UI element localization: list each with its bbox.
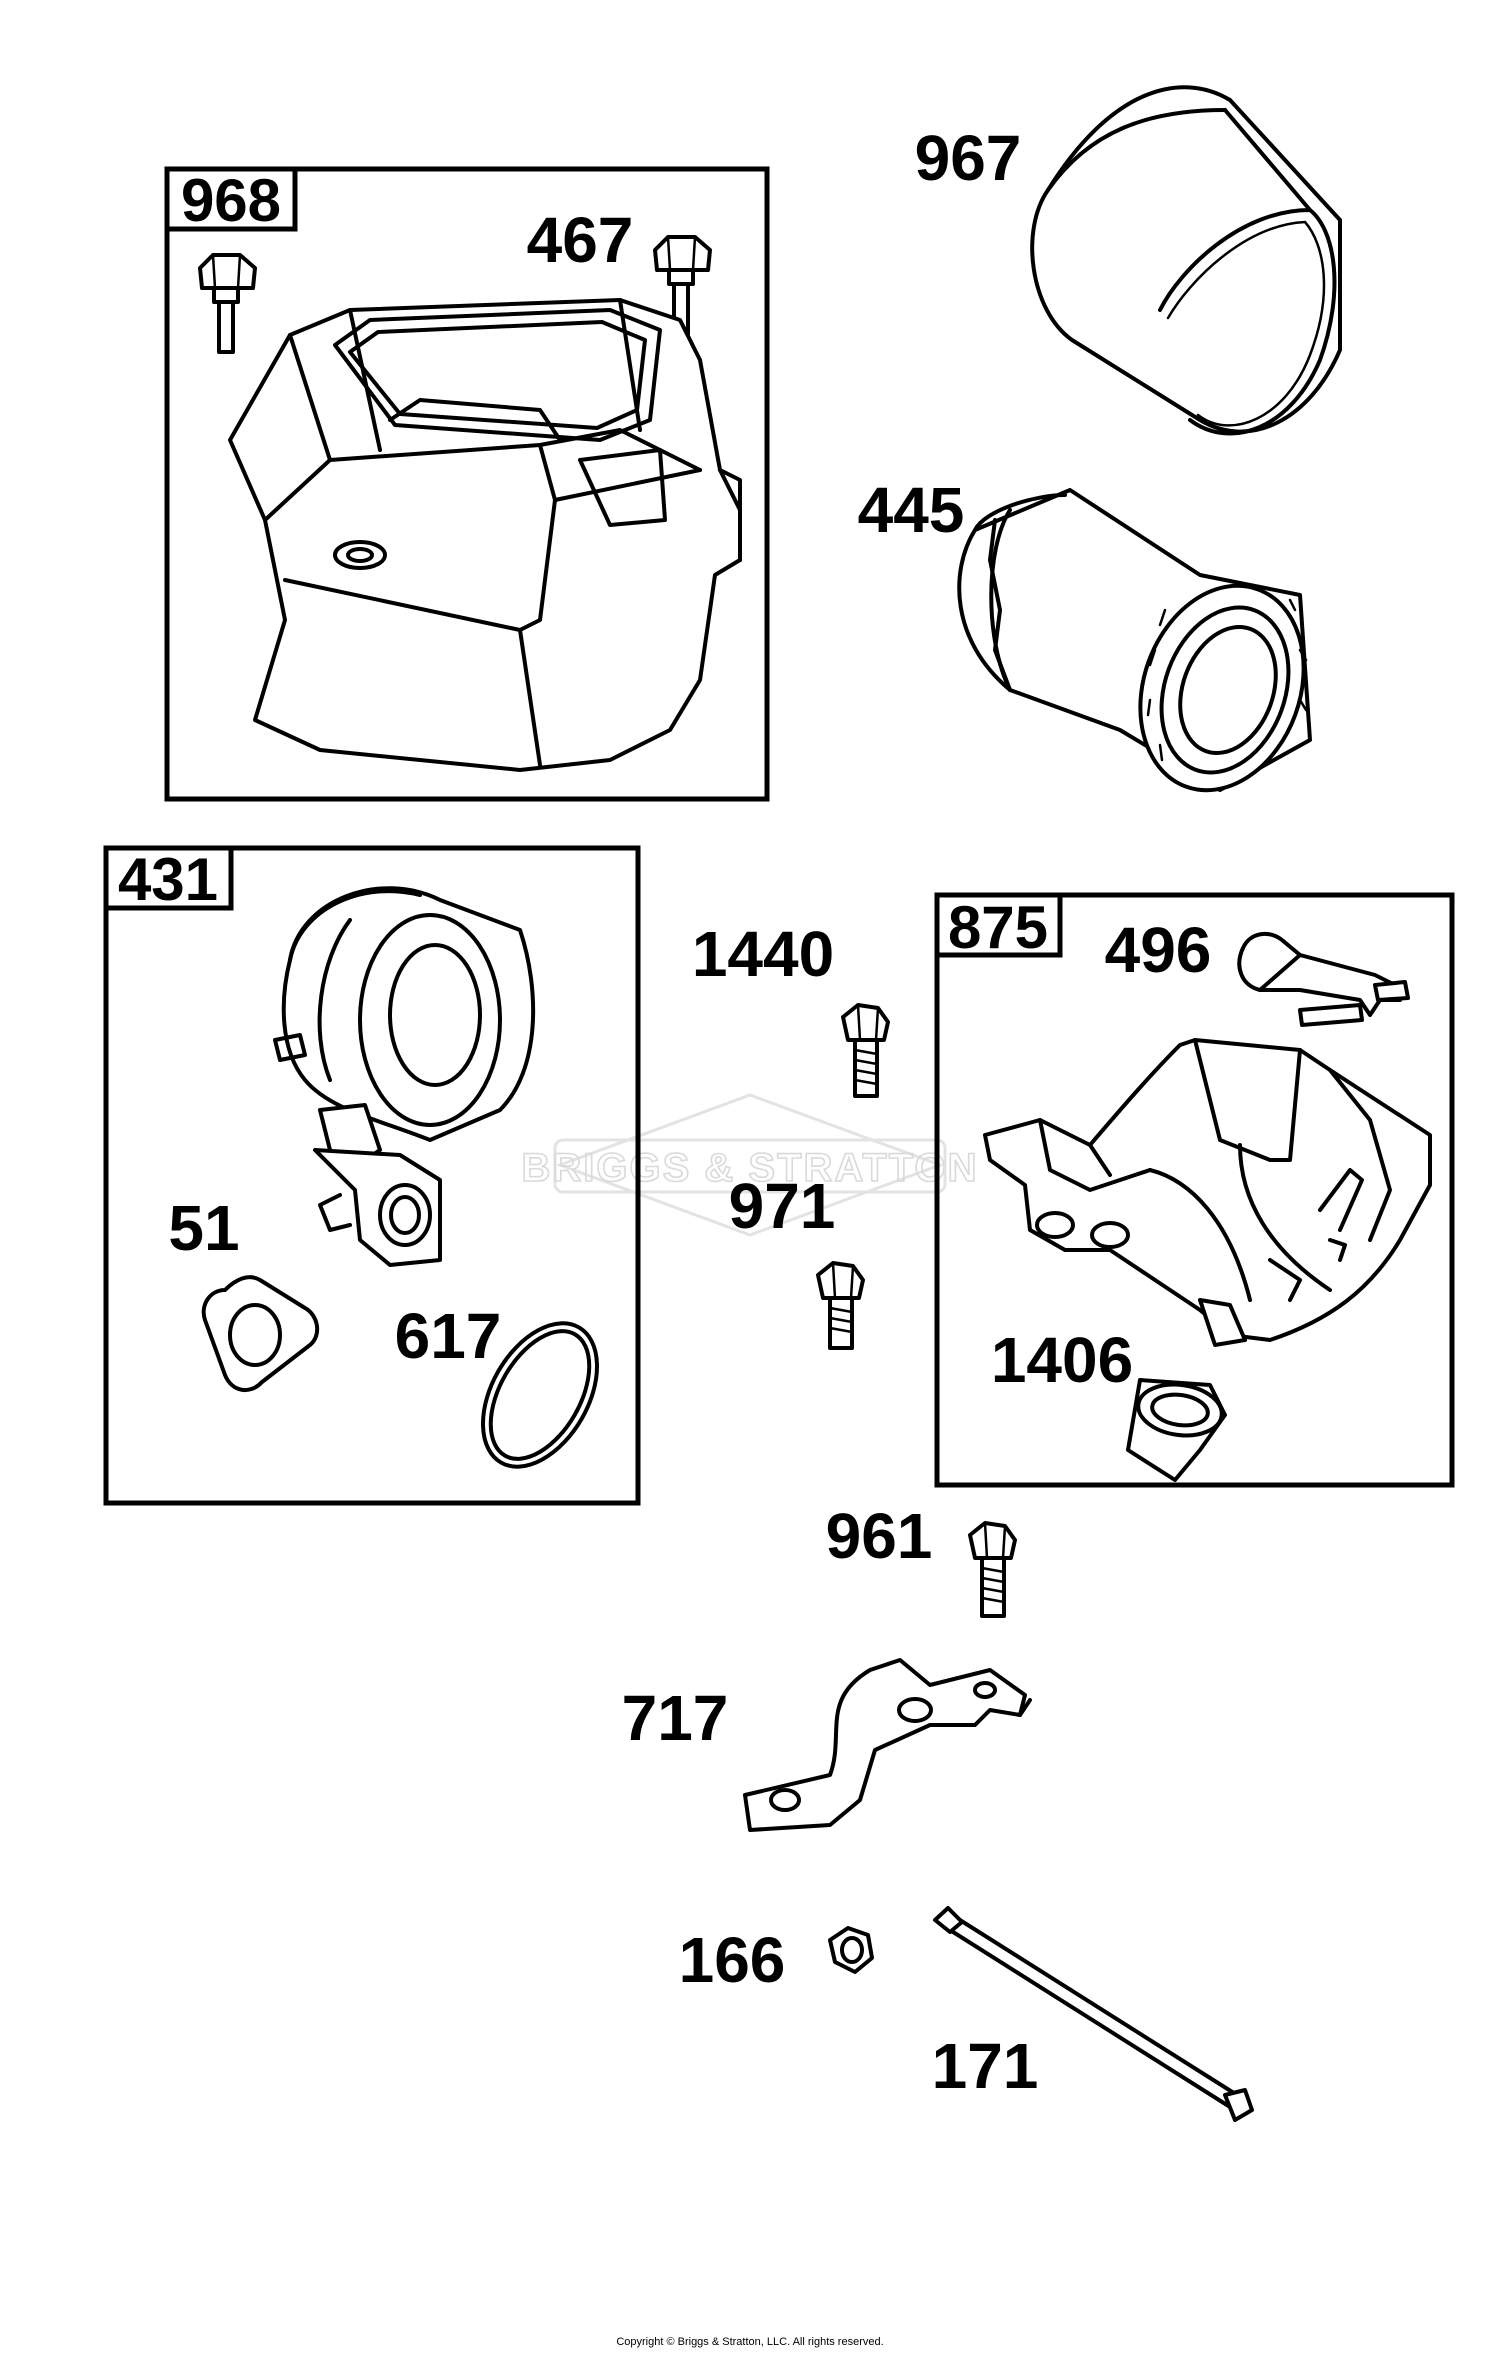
air-cleaner-cover <box>228 298 742 772</box>
knob-467-right <box>653 235 712 336</box>
callout-1406: 1406 <box>991 1324 1133 1396</box>
screw-961 <box>968 1521 1017 1618</box>
pre-filter-967 <box>1030 85 1342 436</box>
callout-51: 51 <box>168 1192 239 1264</box>
link-496 <box>1237 931 1410 1027</box>
callout-961: 961 <box>826 1500 933 1572</box>
air-filter-cartridge-445 <box>957 488 1312 793</box>
callout-445: 445 <box>858 474 965 546</box>
callout-496: 496 <box>1105 914 1212 986</box>
seal-1406 <box>1126 1378 1227 1482</box>
group-box-431: 431 <box>103 845 641 1506</box>
screw-1440 <box>841 1003 890 1098</box>
air-cleaner-elbow-431 <box>273 886 536 1267</box>
callout-971: 971 <box>729 1170 836 1242</box>
group-label-875: 875 <box>948 894 1048 961</box>
callout-617: 617 <box>395 1300 502 1372</box>
o-ring-617 <box>481 1321 599 1469</box>
callout-717: 717 <box>622 1682 729 1754</box>
group-box-875: 875 <box>934 892 1455 1488</box>
nut-166 <box>828 1926 874 1974</box>
callout-171: 171 <box>932 2030 1039 2102</box>
stud-171 <box>933 1906 1254 2122</box>
callout-1440: 1440 <box>692 918 834 990</box>
bracket-717 <box>743 1658 1032 1832</box>
watermark-text: BRIGGS & STRATTON <box>522 1146 979 1190</box>
copyright-notice: Copyright © Briggs & Stratton, LLC. All … <box>616 2336 883 2348</box>
screw-971 <box>816 1261 865 1350</box>
group-label-968: 968 <box>181 167 281 234</box>
air-cleaner-base-875 <box>983 1038 1432 1347</box>
callout-166: 166 <box>679 1924 786 1996</box>
callout-467: 467 <box>527 204 634 276</box>
brand-watermark: BRIGGS & STRATTON <box>521 1093 979 1237</box>
gasket-51 <box>201 1275 320 1392</box>
group-box-968: 968 <box>164 166 770 802</box>
callout-967: 967 <box>915 122 1022 194</box>
group-label-431: 431 <box>118 846 218 913</box>
knob-467-left <box>198 253 257 354</box>
